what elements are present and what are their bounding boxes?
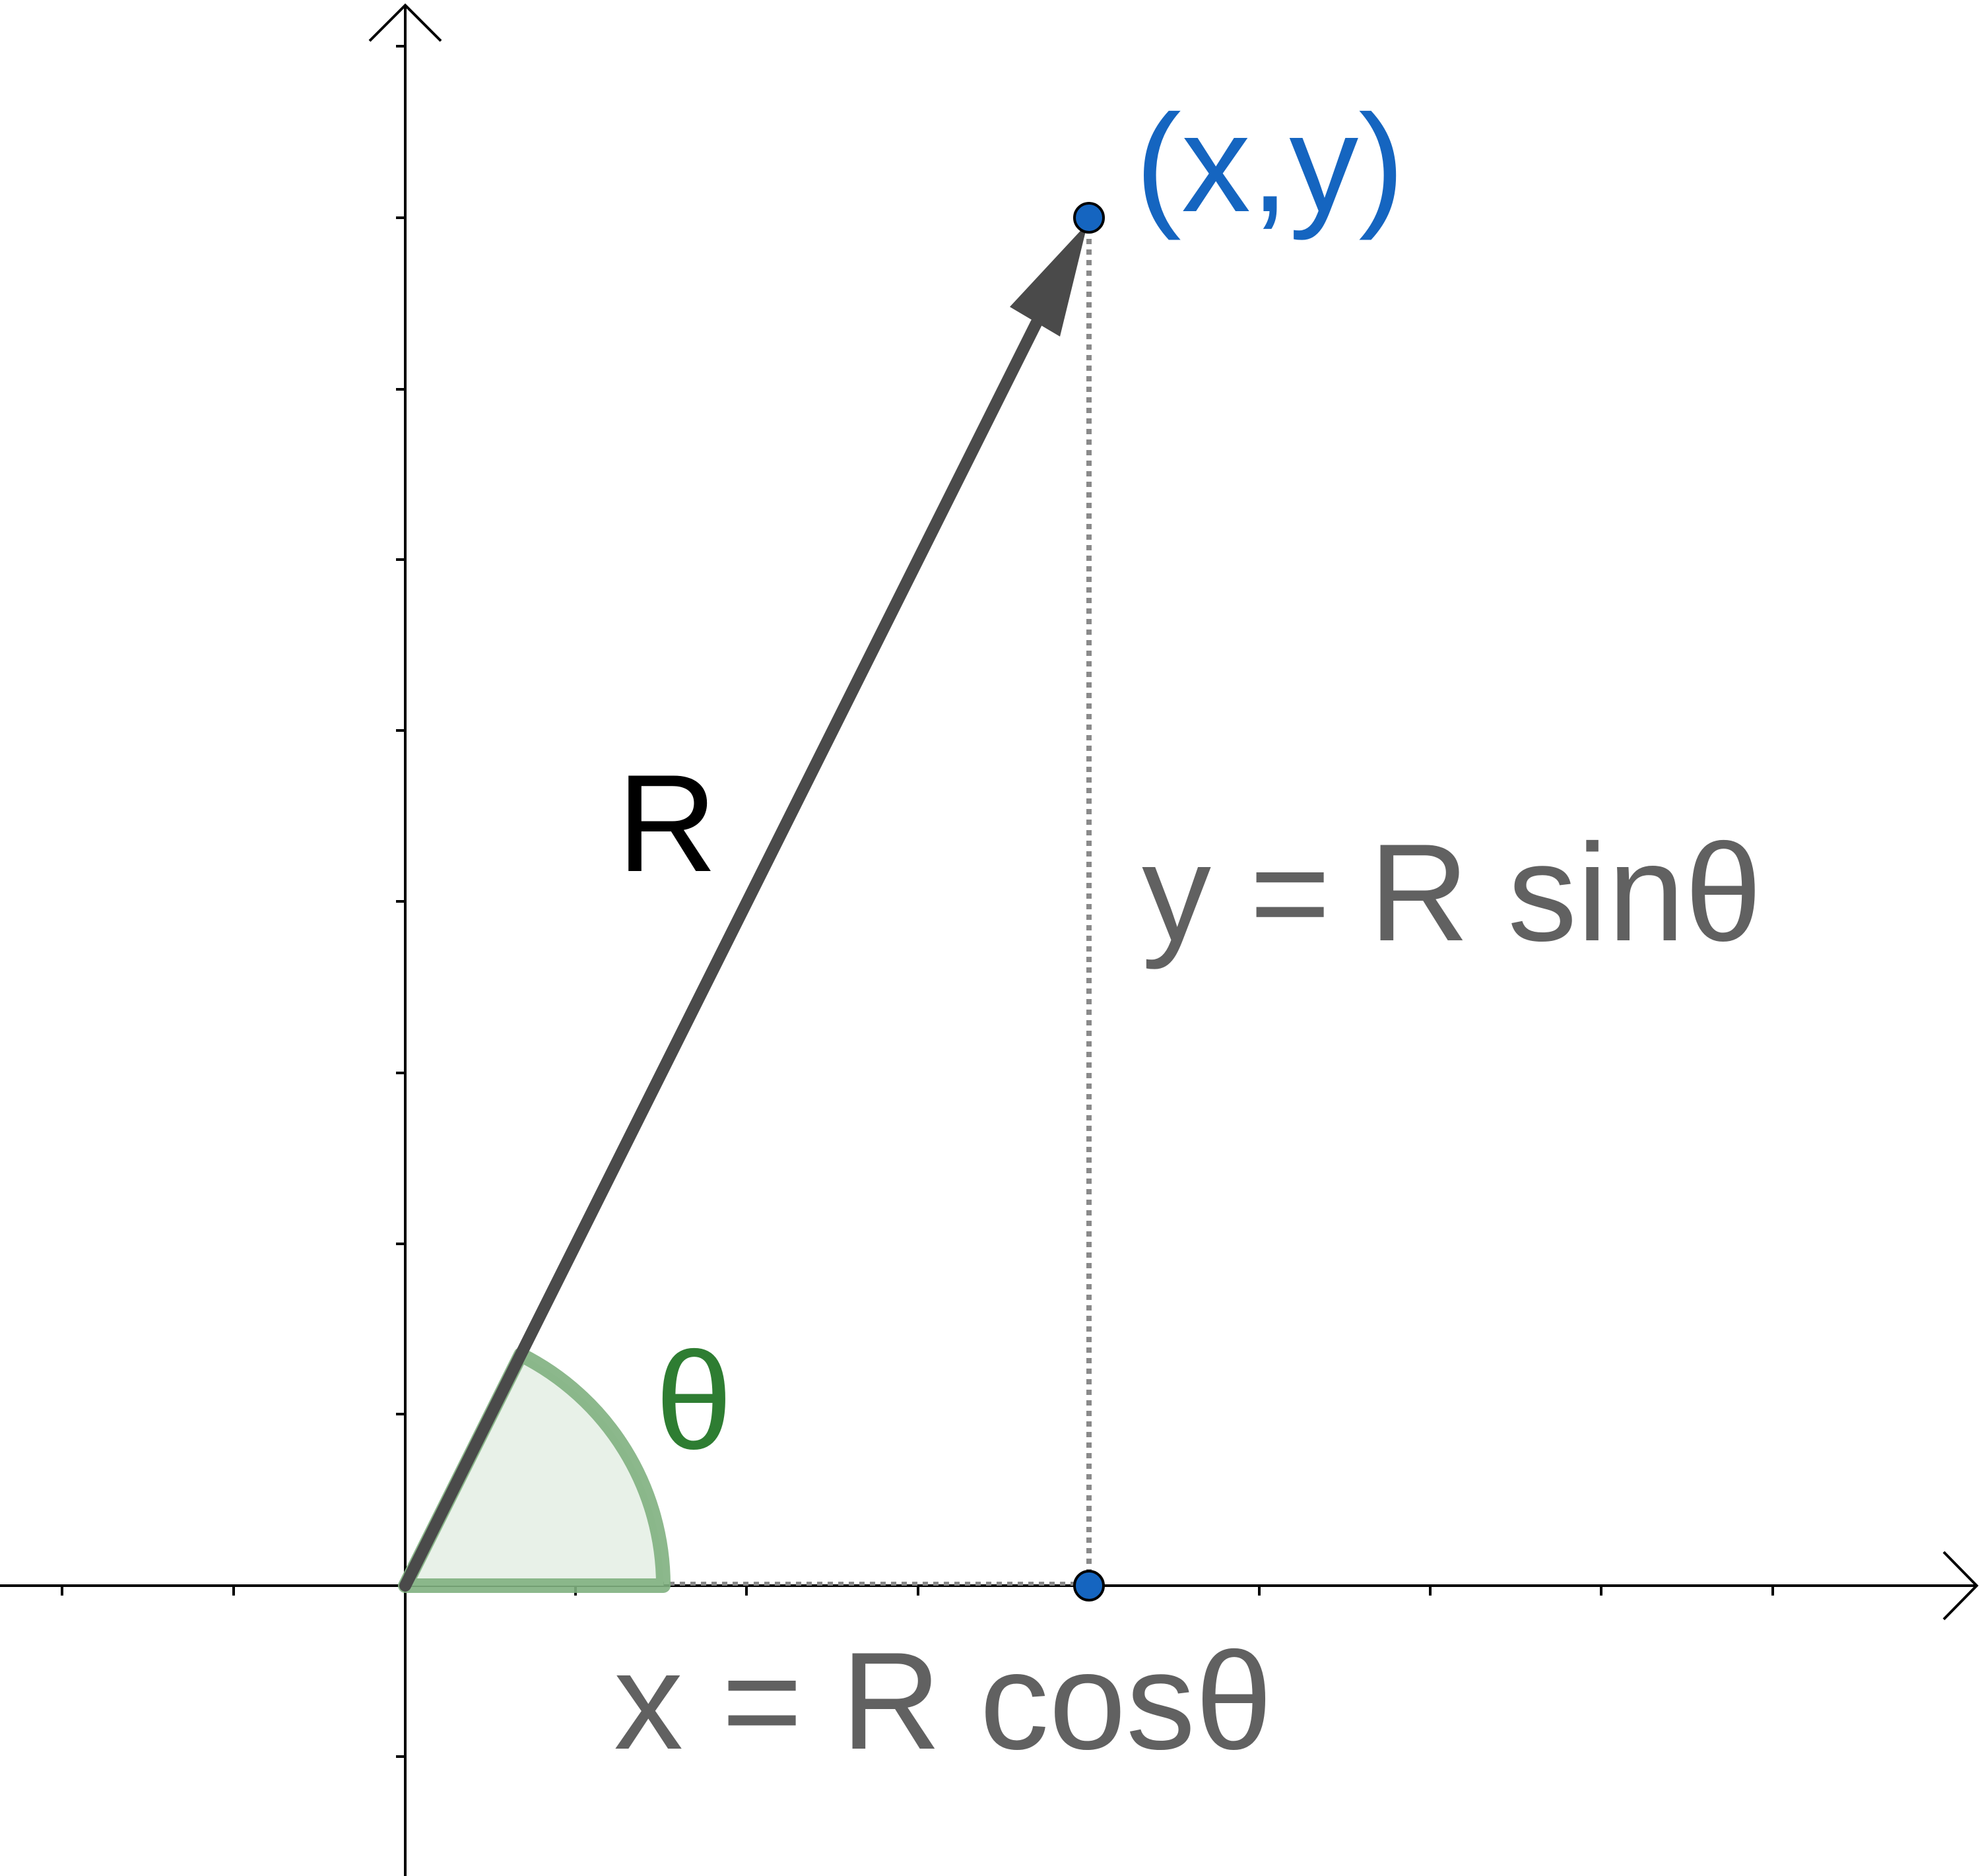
angle-sector-fill bbox=[405, 1355, 664, 1586]
angle-label: θ bbox=[655, 1323, 733, 1478]
x-equation: x = R cosθ bbox=[614, 1623, 1272, 1778]
point-x-projection bbox=[1073, 1570, 1105, 1601]
y-axis-arrowhead bbox=[368, 3, 442, 42]
x-axis-arrowhead bbox=[1942, 1551, 1979, 1621]
vector-label: R bbox=[617, 746, 717, 901]
point-xy bbox=[1073, 202, 1105, 234]
y-axis-ticks bbox=[396, 45, 405, 1758]
x-axis-ticks bbox=[61, 1586, 1774, 1596]
angle-marker bbox=[398, 1347, 671, 1593]
angle-arc bbox=[398, 1347, 671, 1593]
point-label: (x,y) bbox=[1135, 86, 1404, 241]
y-equation: y = R sinθ bbox=[1142, 815, 1762, 970]
vector-r bbox=[399, 223, 1088, 1592]
labels: (x,y) R θ y = R sinθ x = R cosθ bbox=[614, 86, 1762, 1778]
projection-lines bbox=[405, 218, 1092, 1586]
points bbox=[1073, 202, 1105, 1601]
vector-arrowhead bbox=[1010, 223, 1088, 337]
vector-shaft bbox=[399, 317, 1042, 1592]
